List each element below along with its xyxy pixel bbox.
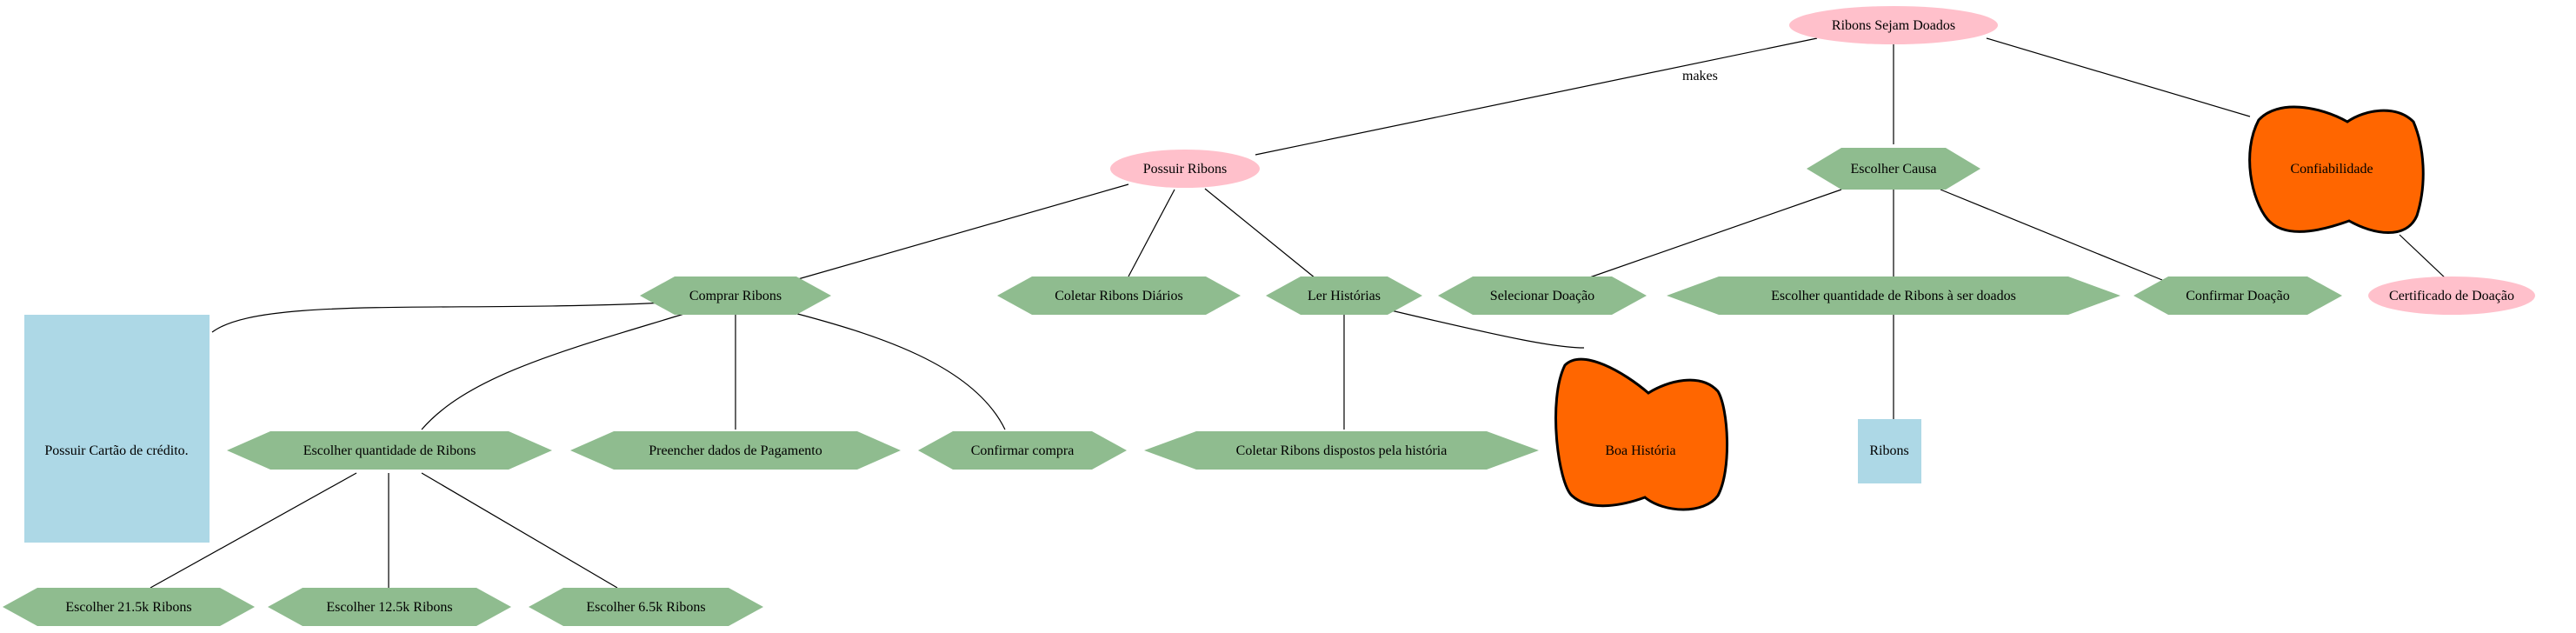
- resource-possuir-cartao-credito[interactable]: Possuir Cartão de crédito.: [24, 315, 210, 543]
- task-escolher-quantidade-doados[interactable]: Escolher quantidade de Ribons à ser doad…: [1667, 277, 2120, 315]
- goal-certificado-doacao-label: Certificado de Doação: [2389, 289, 2514, 303]
- softgoal-confiabilidade[interactable]: Confiabilidade: [2248, 105, 2425, 234]
- task-coletar-ribons-diarios[interactable]: Coletar Ribons Diários: [997, 277, 1241, 315]
- resource-ribons[interactable]: Ribons: [1858, 419, 1921, 483]
- softgoal-confiabilidade-label: Confiabilidade: [2290, 162, 2373, 177]
- goal-possuir-ribons-label: Possuir Ribons: [1143, 162, 1227, 177]
- edge-ler-boa-historia: [1390, 310, 1585, 349]
- task-escolher-21-5k-ribons[interactable]: Escolher 21.5k Ribons: [3, 588, 255, 626]
- goal-certificado-doacao[interactable]: Certificado de Doação: [2368, 277, 2535, 315]
- task-confirmar-doacao-label: Confirmar Doação: [2186, 289, 2290, 303]
- task-escolher-6-5k-ribons-label: Escolher 6.5k Ribons: [586, 600, 705, 615]
- softgoal-boa-historia-label: Boa História: [1605, 443, 1675, 458]
- task-escolher-12-5k-ribons[interactable]: Escolher 12.5k Ribons: [268, 588, 511, 626]
- task-comprar-ribons-label: Comprar Ribons: [689, 289, 782, 303]
- edge-root-possuir: [1255, 37, 1818, 156]
- task-confirmar-compra[interactable]: Confirmar compra: [918, 431, 1127, 470]
- task-preencher-dados-pagamento[interactable]: Preencher dados de Pagamento: [570, 431, 901, 470]
- edge-possuir-coletar-diarios: [1128, 189, 1175, 277]
- task-escolher-quantidade-doados-label: Escolher quantidade de Ribons à ser doad…: [1771, 289, 2016, 303]
- resource-possuir-cartao-credito-label: Possuir Cartão de crédito.: [44, 443, 188, 458]
- task-coletar-ribons-historia[interactable]: Coletar Ribons dispostos pela história: [1144, 431, 1539, 470]
- task-confirmar-compra-label: Confirmar compra: [971, 443, 1075, 458]
- task-escolher-12-5k-ribons-label: Escolher 12.5k Ribons: [326, 600, 452, 615]
- task-escolher-quantidade-ribons[interactable]: Escolher quantidade de Ribons: [227, 431, 552, 470]
- task-escolher-21-5k-ribons-label: Escolher 21.5k Ribons: [65, 600, 191, 615]
- edge-comprar-escolher-qtd: [421, 312, 688, 430]
- task-ler-historias-label: Ler Histórias: [1308, 289, 1381, 303]
- edge-root-confiabilidade: [1986, 37, 2251, 117]
- edge-possuir-comprar: [785, 183, 1129, 283]
- edge-comprar-cartao: [211, 302, 667, 333]
- task-coletar-ribons-diarios-label: Coletar Ribons Diários: [1055, 289, 1183, 303]
- edges: makes: [150, 37, 2448, 589]
- edge-confiab-certificado: [2399, 234, 2448, 281]
- task-coletar-ribons-historia-label: Coletar Ribons dispostos pela história: [1236, 443, 1448, 458]
- edge-causa-selecionar: [1581, 189, 1842, 281]
- task-escolher-6-5k-ribons[interactable]: Escolher 6.5k Ribons: [529, 588, 763, 626]
- edge-qtd-6-5k: [421, 472, 618, 589]
- resource-ribons-label: Ribons: [1869, 443, 1908, 458]
- task-escolher-quantidade-ribons-label: Escolher quantidade de Ribons: [303, 443, 476, 458]
- softgoal-boa-historia[interactable]: Boa História: [1554, 357, 1728, 511]
- task-confirmar-doacao[interactable]: Confirmar Doação: [2133, 277, 2342, 315]
- edge-possuir-ler: [1204, 188, 1316, 279]
- edge-qtd-21-5k: [150, 472, 357, 589]
- goal-ribons-sejam-doados[interactable]: Ribons Sejam Doados: [1789, 6, 1998, 44]
- task-selecionar-doacao-label: Selecionar Doação: [1490, 289, 1594, 303]
- edge-causa-confirmar: [1940, 189, 2163, 281]
- goal-ribons-sejam-doados-label: Ribons Sejam Doados: [1832, 18, 1955, 33]
- task-comprar-ribons[interactable]: Comprar Ribons: [640, 277, 831, 315]
- task-escolher-causa-label: Escolher Causa: [1850, 162, 1936, 177]
- task-selecionar-doacao[interactable]: Selecionar Doação: [1438, 277, 1647, 315]
- goal-possuir-ribons[interactable]: Possuir Ribons: [1110, 150, 1260, 188]
- task-preencher-dados-pagamento-label: Preencher dados de Pagamento: [649, 443, 822, 458]
- edge-comprar-confirmar: [787, 310, 1006, 430]
- task-escolher-causa[interactable]: Escolher Causa: [1807, 148, 1980, 190]
- edge-label-makes: makes: [1682, 69, 1718, 83]
- task-ler-historias[interactable]: Ler Histórias: [1266, 277, 1422, 315]
